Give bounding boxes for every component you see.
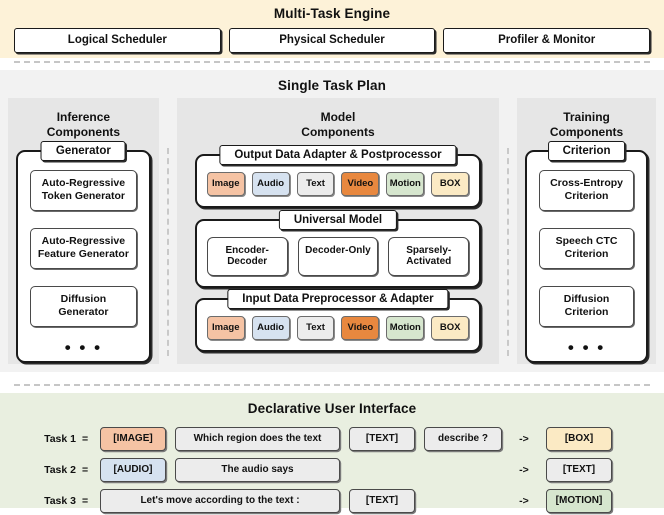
- output-chip-box[interactable]: BOX: [431, 172, 470, 196]
- task-row: Task 3 = Let's move according to the text …: [14, 487, 650, 514]
- input-modality-chip-row: Image Audio Text Video Motion BOX: [206, 316, 470, 340]
- input-chip-box[interactable]: BOX: [431, 316, 470, 340]
- task-label: Task 3: [44, 494, 76, 507]
- input-chip-text[interactable]: Text: [296, 316, 335, 340]
- arch-box-decoder-only[interactable]: Decoder-Only: [297, 236, 379, 276]
- equals-sign: =: [82, 432, 89, 445]
- universal-model-group: Universal Model Encoder-Decoder Decoder-…: [194, 209, 482, 288]
- task-token[interactable]: [IMAGE]: [100, 426, 166, 451]
- generator-group-label: Generator: [40, 141, 126, 161]
- input-data-preprocessor-group: Input Data Preprocessor & Adapter Image …: [194, 289, 482, 352]
- equals-sign: =: [82, 463, 89, 476]
- divider-engine-plan: [14, 61, 650, 63]
- divider-model-training: [507, 148, 510, 356]
- generator-item-diffusion[interactable]: Diffusion Generator: [30, 286, 137, 327]
- declarative-user-interface-section: Declarative User Interface Task 1 = [IMAGE…: [0, 393, 664, 513]
- task-token[interactable]: describe ?: [424, 426, 502, 451]
- task-label: Task 2: [44, 463, 76, 476]
- multi-task-engine-section: Multi-Task Engine Logical Scheduler Phys…: [0, 0, 664, 58]
- model-group-stack: Output Data Adapter & Postprocessor Imag…: [185, 145, 491, 354]
- single-task-plan-section: Single Task Plan Inference Components Ge…: [0, 70, 664, 372]
- task-token[interactable]: Which region does the text: [175, 426, 340, 451]
- task-output-token[interactable]: [MOTION]: [546, 488, 612, 513]
- universal-model-arch-row: Encoder-Decoder Decoder-Only Sparsely-Ac…: [206, 236, 470, 276]
- engine-box-logical-scheduler[interactable]: Logical Scheduler: [14, 28, 221, 53]
- input-chip-motion[interactable]: Motion: [386, 316, 425, 340]
- task-list: Task 1 = [IMAGE] Which region does the text…: [0, 425, 664, 514]
- single-task-plan-title: Single Task Plan: [278, 78, 386, 93]
- task-output-token[interactable]: [BOX]: [546, 426, 612, 451]
- training-components-title: Training Components: [549, 110, 624, 139]
- engine-box-physical-scheduler[interactable]: Physical Scheduler: [228, 28, 436, 53]
- plan-columns: Inference Components Generator Auto-Regr…: [8, 98, 656, 364]
- training-components-panel: Training Components Criterion Cross-Entr…: [517, 98, 656, 364]
- task-row: Task 2 = [AUDIO] The audio says -> [TEXT]: [14, 456, 650, 483]
- criterion-group-label: Criterion: [547, 141, 626, 161]
- declarative-user-interface-title: Declarative User Interface: [247, 401, 417, 416]
- task-token[interactable]: [TEXT]: [349, 426, 415, 451]
- universal-model-group-label: Universal Model: [278, 209, 398, 230]
- model-components-title: Model Components: [301, 110, 375, 139]
- model-components-panel: Model Components Output Data Adapter & P…: [176, 98, 500, 364]
- criterion-group: Criterion Cross-Entropy Criterion Speech…: [525, 141, 648, 363]
- divider-plan-dui: [14, 384, 650, 386]
- input-chip-audio[interactable]: Audio: [251, 316, 290, 340]
- criterion-ellipsis: • • •: [567, 338, 606, 357]
- criterion-item-diffusion[interactable]: Diffusion Criterion: [539, 286, 634, 327]
- output-data-adapter-group: Output Data Adapter & Postprocessor Imag…: [194, 145, 482, 208]
- divider-inference-model: [166, 148, 169, 356]
- output-chip-text[interactable]: Text: [296, 172, 335, 196]
- criterion-item-speech-ctc[interactable]: Speech CTC Criterion: [539, 228, 634, 269]
- output-data-adapter-group-label: Output Data Adapter & Postprocessor: [219, 145, 457, 165]
- arch-box-sparsely-activated[interactable]: Sparsely-Activated: [388, 236, 470, 276]
- task-row: Task 1 = [IMAGE] Which region does the text…: [14, 425, 650, 452]
- generator-ellipsis: • • •: [64, 338, 103, 357]
- equals-sign: =: [82, 494, 89, 507]
- output-chip-motion[interactable]: Motion: [386, 172, 425, 196]
- task-token[interactable]: [AUDIO]: [100, 457, 166, 482]
- input-data-preprocessor-group-label: Input Data Preprocessor & Adapter: [227, 289, 449, 309]
- criterion-item-cross-entropy[interactable]: Cross-Entropy Criterion: [539, 170, 634, 211]
- produces-arrow-icon: ->: [519, 494, 529, 507]
- task-output-token[interactable]: [TEXT]: [546, 457, 612, 482]
- input-chip-image[interactable]: Image: [206, 316, 245, 340]
- arch-box-encoder-decoder[interactable]: Encoder-Decoder: [206, 236, 288, 276]
- inference-components-title: Inference Components: [46, 110, 121, 139]
- multi-task-engine-title: Multi-Task Engine: [273, 6, 391, 21]
- generator-item-auto-regressive-token[interactable]: Auto-Regressive Token Generator: [30, 170, 137, 211]
- output-chip-audio[interactable]: Audio: [251, 172, 290, 196]
- produces-arrow-icon: ->: [519, 432, 529, 445]
- task-token[interactable]: The audio says: [175, 457, 340, 482]
- task-token[interactable]: [TEXT]: [349, 488, 415, 513]
- generator-group: Generator Auto-Regressive Token Generato…: [16, 141, 151, 363]
- generator-item-auto-regressive-feature[interactable]: Auto-Regressive Feature Generator: [30, 228, 137, 269]
- output-modality-chip-row: Image Audio Text Video Motion BOX: [206, 172, 470, 196]
- produces-arrow-icon: ->: [519, 463, 529, 476]
- inference-components-panel: Inference Components Generator Auto-Regr…: [8, 98, 159, 364]
- engine-box-row: Logical Scheduler Physical Scheduler Pro…: [0, 21, 664, 53]
- input-chip-video[interactable]: Video: [341, 316, 380, 340]
- task-label: Task 1: [44, 432, 76, 445]
- output-chip-image[interactable]: Image: [206, 172, 245, 196]
- engine-box-profiler-monitor[interactable]: Profiler & Monitor: [443, 28, 651, 53]
- task-token[interactable]: Let's move according to the text :: [100, 488, 340, 513]
- output-chip-video[interactable]: Video: [341, 172, 380, 196]
